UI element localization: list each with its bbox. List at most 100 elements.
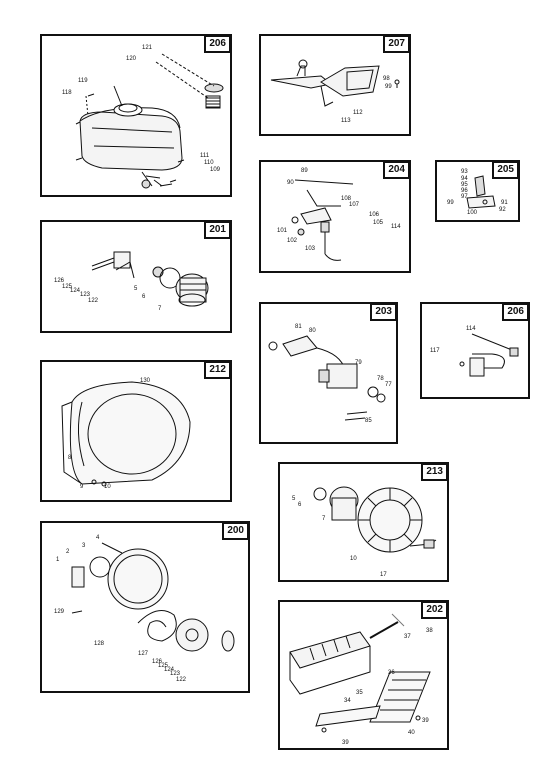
part-label: 17 <box>380 572 387 578</box>
part-label: 129 <box>54 609 65 615</box>
part-label: 102 <box>287 238 298 244</box>
part-label: 81 <box>295 324 302 330</box>
part-label: 10 <box>104 484 111 490</box>
part-label: 6 <box>298 502 302 508</box>
carburetor-drawing <box>261 304 396 442</box>
part-label: 125 <box>62 284 73 290</box>
part-label: 8 <box>68 455 72 461</box>
fan-shroud-drawing <box>42 362 230 500</box>
part-label: 128 <box>94 641 105 647</box>
panel-number: 202 <box>421 601 448 619</box>
part-label: 39 <box>422 718 429 724</box>
part-label: 97 <box>461 194 468 200</box>
part-label: 10 <box>350 556 357 562</box>
part-label: 95 <box>461 182 468 188</box>
panel-205-linkage: 205 93 94 95 96 97 99 100 91 92 <box>435 160 520 222</box>
part-label: 113 <box>341 118 351 124</box>
panel-number: 200 <box>222 522 249 540</box>
part-label: 112 <box>353 110 363 116</box>
part-label: 111 <box>200 153 210 159</box>
panel-206-wire: 206 114 117 <box>420 302 530 399</box>
panel-number: 203 <box>370 303 397 321</box>
part-label: 117 <box>430 348 440 354</box>
part-label: 92 <box>499 207 506 213</box>
part-label: 125 <box>158 663 169 669</box>
part-label: 122 <box>176 677 187 683</box>
part-label: 123 <box>170 671 181 677</box>
part-label: 123 <box>80 292 91 298</box>
part-label: 114 <box>466 326 476 332</box>
part-label: 124 <box>70 288 81 294</box>
part-label: 2 <box>66 549 70 555</box>
panel-number: 206 <box>502 303 529 321</box>
part-label: 40 <box>408 730 415 736</box>
part-label: 107 <box>349 202 360 208</box>
part-label: 77 <box>385 382 392 388</box>
starter-drawing <box>42 222 230 331</box>
part-label: 122 <box>88 298 99 304</box>
muffler-drawing <box>280 602 447 748</box>
part-label: 101 <box>277 228 288 234</box>
governor-drawing <box>261 162 409 271</box>
panel-202-muffler: 202 38 37 36 35 34 39 40 39 <box>278 600 449 750</box>
part-label: 105 <box>373 220 384 226</box>
part-label: 126 <box>54 278 65 284</box>
panel-203-carburetor: 203 81 80 79 78 77 85 <box>259 302 398 444</box>
panel-number: 204 <box>383 161 410 179</box>
part-label: 9 <box>80 484 84 490</box>
panel-207-bracket: 207 98 99 112 113 <box>259 34 411 136</box>
part-label: 90 <box>287 180 294 186</box>
part-label: 39 <box>342 740 349 746</box>
panel-number: 201 <box>204 221 231 239</box>
panel-201-starter: 201 126 125 124 123 122 5 6 7 <box>40 220 232 333</box>
part-label: 124 <box>164 667 175 673</box>
part-label: 6 <box>142 294 146 300</box>
part-label: 93 <box>461 169 468 175</box>
panel-number: 207 <box>383 35 410 53</box>
part-label: 85 <box>365 418 372 424</box>
part-label: 114 <box>391 224 401 230</box>
panel-212-fan-shroud: 212 130 8 9 10 <box>40 360 232 502</box>
part-label: 109 <box>210 167 221 173</box>
panel-200-recoil-starter: 200 4 3 2 1 129 128 127 126 125 124 123 … <box>40 521 250 693</box>
panel-number: 213 <box>421 463 448 481</box>
part-label: 120 <box>126 56 137 62</box>
part-label: 94 <box>461 176 468 182</box>
panel-213-flywheel: 213 5 6 7 10 17 <box>278 462 449 582</box>
panel-number: 212 <box>204 361 231 379</box>
part-label: 130 <box>140 378 151 384</box>
part-label: 127 <box>138 651 149 657</box>
part-label: 106 <box>369 212 380 218</box>
part-label: 99 <box>447 200 454 206</box>
part-label: 99 <box>385 84 392 90</box>
part-label: 121 <box>142 45 153 51</box>
recoil-starter-drawing <box>42 523 248 691</box>
part-label: 7 <box>158 306 162 312</box>
panel-number: 206 <box>204 35 231 53</box>
fuel-tank-drawing <box>42 36 230 195</box>
part-label: 36 <box>388 670 395 676</box>
part-label: 5 <box>292 496 296 502</box>
part-label: 78 <box>377 376 384 382</box>
panel-number: 205 <box>492 161 519 179</box>
bracket-drawing <box>261 36 409 134</box>
part-label: 89 <box>301 168 308 174</box>
linkage-drawing <box>437 162 518 220</box>
part-label: 108 <box>341 196 352 202</box>
part-label: 79 <box>355 360 362 366</box>
part-label: 35 <box>356 690 363 696</box>
part-label: 110 <box>204 160 214 166</box>
part-label: 1 <box>56 557 60 563</box>
part-label: 98 <box>383 76 390 82</box>
part-label: 118 <box>62 90 72 96</box>
part-label: 7 <box>322 516 326 522</box>
panel-204-governor: 204 89 90 108 107 106 105 101 102 103 11… <box>259 160 411 273</box>
part-label: 3 <box>82 543 86 549</box>
flywheel-drawing <box>280 464 447 580</box>
part-label: 91 <box>501 200 508 206</box>
part-label: 38 <box>426 628 433 634</box>
panel-206-fuel-tank: 206 121 120 119 118 111 110 109 <box>40 34 232 197</box>
part-label: 100 <box>467 210 478 216</box>
part-label: 103 <box>305 246 316 252</box>
part-label: 5 <box>134 286 138 292</box>
